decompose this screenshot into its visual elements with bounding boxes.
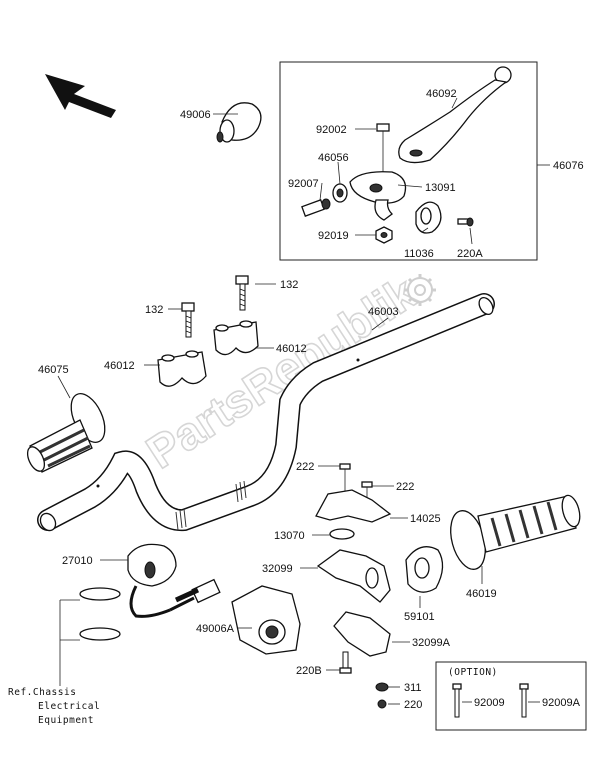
label-220B: 220B (296, 665, 322, 677)
part-46075-left-grip (26, 393, 106, 473)
label-46012-right: 46012 (276, 343, 307, 355)
label-220: 220 (404, 699, 422, 711)
front-direction-arrow-icon (45, 74, 116, 118)
cable-tie-lower (79, 627, 121, 641)
part-46019-right-grip (450, 494, 581, 570)
label-132-left: 132 (145, 304, 163, 316)
part-32099-throttle-housing (316, 549, 391, 603)
label-13091: 13091 (425, 182, 456, 194)
label-46012-left: 46012 (104, 360, 135, 372)
label-14025: 14025 (410, 513, 441, 525)
part-13070-ring (329, 528, 355, 540)
label-92019: 92019 (318, 230, 349, 242)
label-46019: 46019 (466, 588, 497, 600)
label-222-left: 222 (296, 461, 314, 473)
part-49006A-housing (231, 585, 301, 655)
label-222-right: 222 (396, 481, 414, 493)
part-92007-screw (301, 198, 331, 217)
reference-line-1: Ref.Chassis (8, 687, 76, 698)
reference-line-3: Equipment (38, 715, 94, 726)
part-311-washer (375, 682, 389, 692)
part-92009A-screw (519, 683, 529, 718)
option-box (435, 661, 587, 731)
part-220A-screw (457, 217, 474, 227)
part-13091-lever-holder (349, 171, 407, 221)
label-32099A: 32099A (412, 637, 451, 649)
part-92002-bolt (376, 123, 390, 178)
label-92007: 92007 (288, 178, 319, 190)
label-46092: 46092 (426, 88, 457, 100)
label-49006A: 49006A (196, 623, 235, 635)
label-11036: 11036 (404, 248, 434, 260)
part-46012-holder-right (213, 320, 259, 356)
part-46056-adjuster (332, 183, 348, 203)
label-46075: 46075 (38, 364, 69, 376)
option-box-title: (OPTION) (448, 667, 498, 678)
part-92009-screw (452, 683, 462, 718)
part-92019-nut (375, 226, 393, 244)
part-11036-clamp (415, 201, 442, 234)
label-46003: 46003 (368, 306, 399, 318)
label-132-right: 132 (280, 279, 298, 291)
part-132-bolt-right (235, 275, 249, 311)
part-14025-cover (315, 489, 392, 523)
label-49006: 49006 (180, 109, 211, 121)
lever-assembly-box (279, 61, 538, 261)
part-220B-screw (339, 651, 352, 674)
label-92009: 92009 (474, 697, 505, 709)
label-59101: 59101 (404, 611, 435, 623)
part-132-bolt-left (181, 302, 195, 338)
part-46092-clutch-lever (398, 66, 512, 164)
leader-lines (57, 97, 550, 705)
part-59101-throttle-pulley (405, 546, 444, 593)
label-32099: 32099 (262, 563, 293, 575)
label-92009A: 92009A (542, 697, 581, 709)
part-32099A-lower-housing (333, 611, 391, 657)
gear-watermark-icon (404, 274, 436, 306)
label-311: 311 (404, 682, 422, 694)
part-220-screw (377, 699, 387, 709)
label-46076: 46076 (553, 160, 584, 172)
label-220A: 220A (457, 248, 483, 260)
label-27010: 27010 (62, 555, 93, 567)
part-27010-switch (127, 543, 221, 618)
label-13070: 13070 (274, 530, 305, 542)
part-46003-handlebar (37, 293, 495, 532)
reference-line-2: Electrical (38, 701, 100, 712)
label-92002: 92002 (316, 124, 347, 136)
cable-tie-upper (79, 587, 121, 601)
part-49006-bar-end (216, 102, 262, 143)
part-46012-holder-left (157, 350, 207, 387)
label-46056: 46056 (318, 152, 349, 164)
